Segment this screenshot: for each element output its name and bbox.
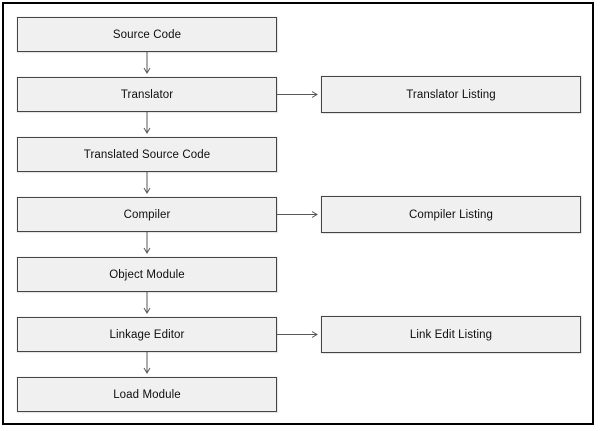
node-label: Translated Source Code <box>83 148 211 161</box>
node-translated-source-code: Translated Source Code <box>17 137 277 172</box>
node-compiler: Compiler <box>17 197 277 232</box>
node-label: Linkage Editor <box>109 328 185 341</box>
node-label: Compiler <box>123 208 171 221</box>
node-label: Link Edit Listing <box>409 328 493 341</box>
node-compiler-listing: Compiler Listing <box>321 196 581 233</box>
node-label: Translator Listing <box>406 88 496 101</box>
node-source-code: Source Code <box>17 17 277 52</box>
node-link-edit-listing: Link Edit Listing <box>321 316 581 353</box>
node-object-module: Object Module <box>17 257 277 292</box>
node-label: Compiler Listing <box>408 208 494 221</box>
node-label: Source Code <box>112 28 182 41</box>
node-translator-listing: Translator Listing <box>321 76 581 113</box>
node-translator: Translator <box>17 77 277 112</box>
node-label: Load Module <box>113 388 181 401</box>
node-label: Translator <box>120 88 174 101</box>
node-label: Object Module <box>109 268 185 281</box>
node-load-module: Load Module <box>17 377 277 412</box>
node-linkage-editor: Linkage Editor <box>17 317 277 352</box>
